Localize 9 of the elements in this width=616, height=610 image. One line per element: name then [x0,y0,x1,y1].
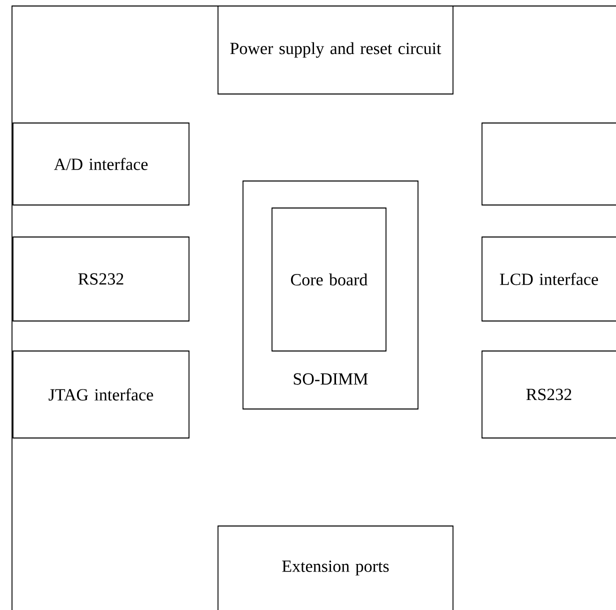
block-box: Power supply and reset circuit [218,6,454,94]
block-box [482,122,616,206]
block-box: Core board [272,208,386,352]
block-box: JTAG interface [12,350,190,438]
block-box: RS232 [12,236,190,322]
block-box: Extension ports [218,526,454,610]
block-box: A/D interface [12,122,190,206]
block-box: LCD interface [482,236,616,322]
block-box: RS232 [482,350,616,438]
